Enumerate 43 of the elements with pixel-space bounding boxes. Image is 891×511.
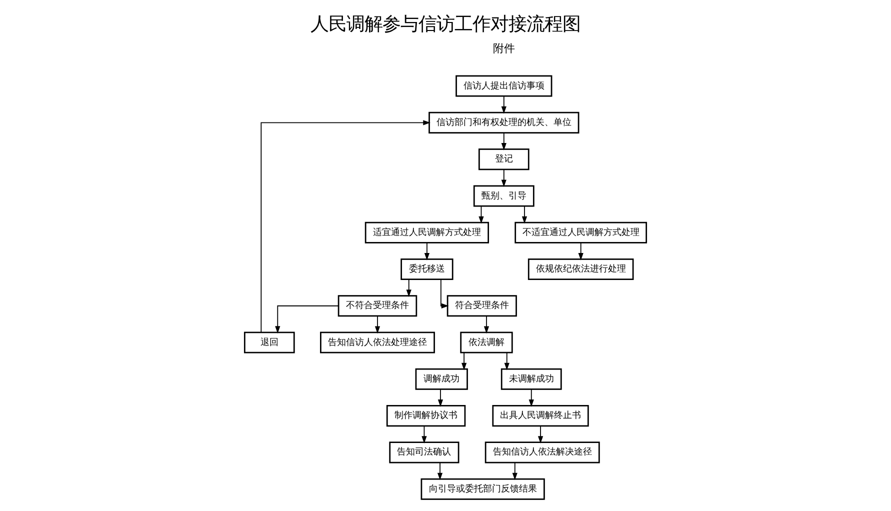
node-box: 符合受理条件 (446, 295, 517, 317)
node-box: 告知信访人依法处理途径 (320, 332, 435, 354)
node-box: 依规依纪依法进行处理 (528, 258, 634, 280)
arrow (501, 96, 506, 114)
arrow (522, 206, 528, 224)
arrow (504, 352, 510, 370)
arrow (501, 169, 506, 188)
node-box: 不适宜通过人民调解方式处理 (514, 222, 648, 244)
arrow (437, 462, 443, 480)
arrow (501, 132, 506, 150)
arrow (374, 316, 380, 334)
label: 附件 (492, 42, 515, 56)
node-box: 适宜通过人民调解方式处理 (364, 222, 490, 244)
arrow (260, 120, 430, 333)
node-box: 信访部门和有权处理的机关、单位 (428, 112, 580, 134)
arrow (424, 242, 430, 260)
arrow (422, 426, 427, 444)
node-box: 不符合受理条件 (338, 295, 418, 317)
node-box: 制作调解协议书 (386, 405, 466, 427)
arrow (438, 389, 444, 407)
arrow (440, 279, 449, 308)
node-box: 向引导或委托部门反馈结果 (420, 478, 545, 500)
node-box: 告知司法确认 (389, 442, 460, 464)
arrow (478, 206, 484, 224)
node-box: 依法调解 (460, 332, 513, 354)
node-box: 登记 (478, 148, 530, 170)
diagram-title: 人民调解参与信访工作对接流程图 (310, 14, 580, 36)
arrow (512, 462, 518, 480)
node-box: 调解成功 (415, 368, 468, 390)
arrow (484, 316, 490, 334)
node-box: 退回 (244, 332, 295, 354)
node-box: 甄别、引导 (473, 185, 534, 207)
arrow (528, 389, 534, 407)
arrow (461, 352, 467, 370)
arrow (578, 242, 584, 260)
arrow (275, 305, 339, 334)
node-box: 未调解成功 (500, 368, 562, 390)
node-box: 出具人民调解终止书 (492, 405, 589, 427)
arrow (406, 279, 412, 297)
node-box: 信访人提出信访事项 (456, 75, 552, 97)
node-box: 委托移送 (400, 258, 454, 280)
arrow (538, 426, 544, 444)
node-box: 告知信访人依法解决途径 (484, 442, 600, 464)
